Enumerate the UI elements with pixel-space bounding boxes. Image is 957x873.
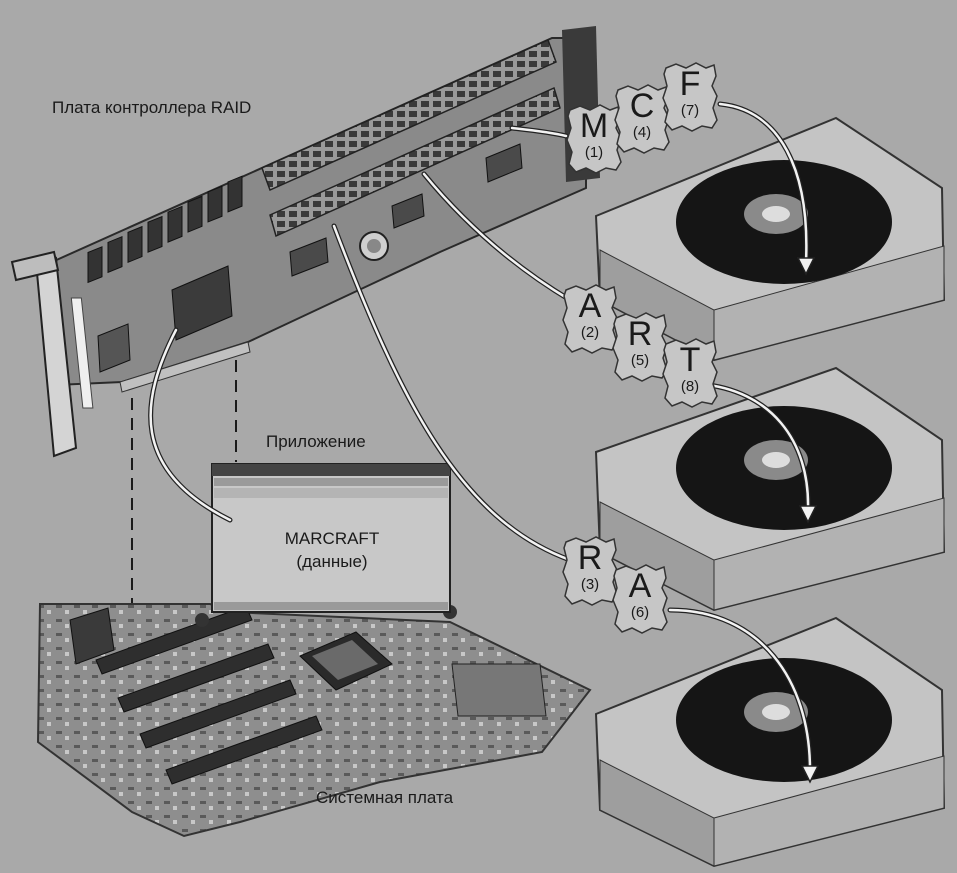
block-index: (3)	[580, 576, 600, 593]
block-char: A	[578, 287, 602, 325]
block-index: (1)	[584, 144, 604, 161]
block-char: T	[679, 341, 701, 379]
data-block-T8: T (8)	[662, 338, 718, 408]
data-block-A6: A (6)	[612, 564, 668, 634]
motherboard	[36, 603, 592, 838]
block-index: (8)	[680, 378, 700, 395]
block-index: (4)	[632, 124, 652, 141]
slot-guide-lines	[131, 360, 237, 604]
block-char: F	[679, 65, 701, 103]
application-label: Приложение	[266, 432, 366, 451]
raid-controller-card	[10, 26, 600, 458]
block-index: (2)	[580, 324, 600, 341]
block-char: R	[577, 539, 603, 577]
application-window	[211, 463, 451, 613]
block-char: R	[627, 315, 653, 353]
app-window-title: MARCRAFT	[284, 529, 380, 548]
data-block-F7: F (7)	[662, 62, 718, 132]
block-char: C	[629, 87, 655, 125]
block-index: (6)	[630, 604, 650, 621]
data-cables	[148, 101, 820, 784]
data-block-R3: R (3)	[562, 536, 618, 606]
block-char: A	[628, 567, 652, 605]
app-window-subtitle: (данные)	[296, 552, 368, 571]
data-block-M1: M (1)	[566, 104, 622, 174]
hard-drive-3	[594, 616, 946, 868]
block-index: (7)	[680, 102, 700, 119]
data-block-A2: A (2)	[562, 284, 618, 354]
motherboard-label: Системная плата	[316, 788, 454, 807]
hard-drive-2	[594, 366, 946, 612]
data-block-C4: C (4)	[614, 84, 670, 154]
block-index: (5)	[630, 352, 650, 369]
block-char: M	[579, 107, 609, 145]
data-block-R5: R (5)	[612, 312, 668, 382]
raid-controller-label: Плата контроллера RAID	[52, 98, 252, 117]
hard-drive-1	[594, 116, 946, 362]
